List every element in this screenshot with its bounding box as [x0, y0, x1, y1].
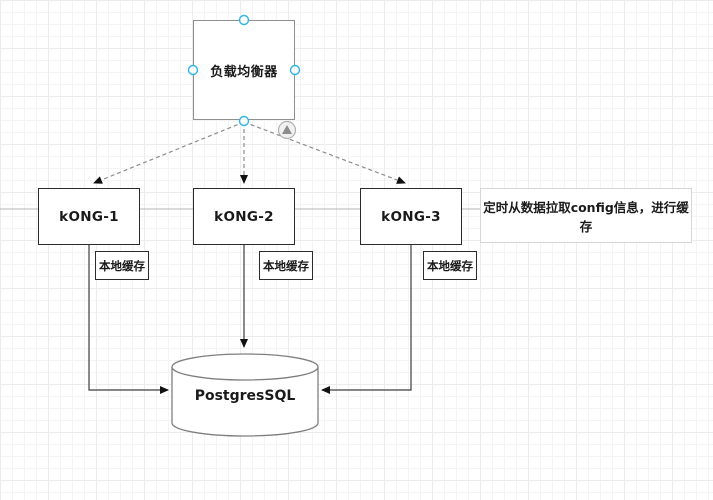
- database-cylinder[interactable]: [171, 353, 319, 437]
- edge-lb-to-kong3[interactable]: [243, 121, 406, 184]
- database-label: PostgresSQL: [194, 388, 296, 404]
- local-cache-2-label: 本地缓存: [263, 258, 309, 273]
- kong-2-label: kONG-2: [214, 208, 274, 225]
- edge-kong1-to-db[interactable]: [88, 245, 169, 394]
- node-kong-2[interactable]: kONG-2: [193, 188, 295, 245]
- local-cache-3-label: 本地缓存: [427, 258, 473, 273]
- node-config-note[interactable]: 定时从数据拉取config信息，进行缓存: [480, 188, 692, 243]
- kong-1-label: kONG-1: [59, 208, 119, 225]
- load-balancer-label: 负载均衡器: [210, 64, 278, 80]
- node-kong-3[interactable]: kONG-3: [360, 188, 462, 245]
- node-local-cache-2[interactable]: 本地缓存: [259, 251, 313, 280]
- node-local-cache-3[interactable]: 本地缓存: [423, 251, 477, 280]
- edge-lb-to-kong1[interactable]: [93, 121, 245, 184]
- node-local-cache-1[interactable]: 本地缓存: [95, 251, 149, 280]
- local-cache-1-label: 本地缓存: [99, 258, 145, 273]
- node-load-balancer[interactable]: 负载均衡器: [193, 20, 295, 120]
- node-kong-1[interactable]: kONG-1: [38, 188, 140, 245]
- kong-3-label: kONG-3: [381, 208, 441, 225]
- config-note-label: 定时从数据拉取config信息，进行缓存: [483, 199, 689, 234]
- edge-kong3-to-db[interactable]: [321, 245, 412, 394]
